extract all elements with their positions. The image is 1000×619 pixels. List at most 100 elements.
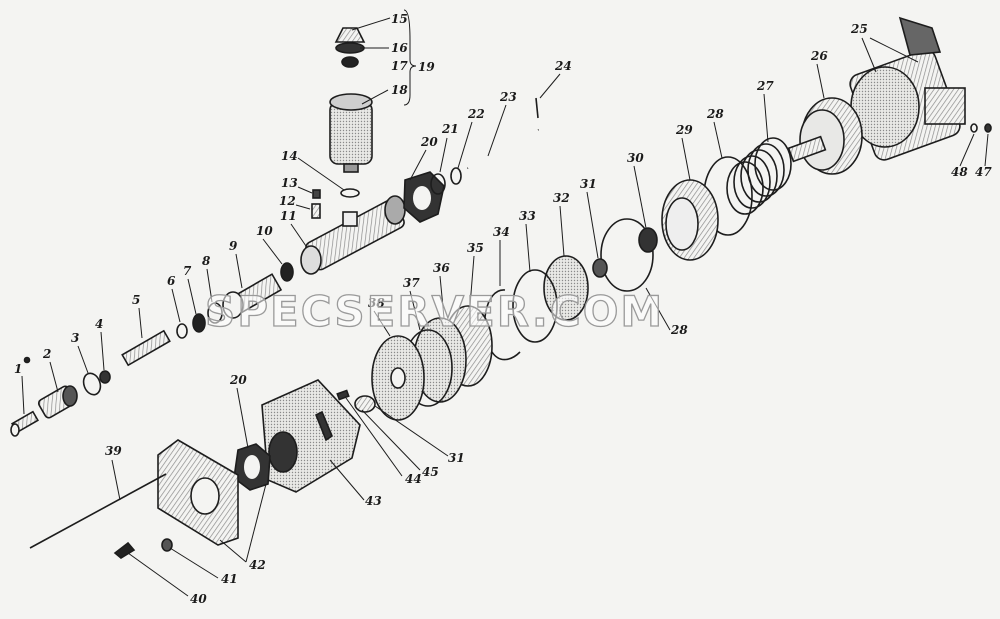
callout-33: 33 [519, 209, 536, 223]
callout-22: 22 [467, 107, 485, 121]
leader-line-8 [206, 268, 213, 303]
leader-line-11 [290, 223, 307, 247]
leader-line-5 [138, 307, 143, 339]
leader-line-20a [409, 149, 427, 181]
callout-23: 23 [499, 90, 517, 104]
part-38-plate [371, 335, 425, 421]
part-48-washer [970, 123, 978, 133]
part-31-nut [592, 258, 608, 278]
callout-26: 26 [810, 49, 828, 63]
leader-line-29 [681, 137, 691, 181]
callout-40: 40 [190, 592, 207, 606]
callout-38: 38 [368, 296, 385, 310]
part-31-lower-nut [354, 395, 376, 413]
callout-45: 45 [422, 465, 439, 479]
part-32-plate [543, 255, 589, 321]
part-18-reservoir [329, 93, 373, 173]
leader-line-45 [361, 409, 421, 471]
leader-line-7 [187, 278, 197, 315]
leader-line-39 [111, 459, 121, 501]
callout-27: 27 [756, 79, 774, 93]
callout-35: 35 [467, 241, 484, 255]
part-21-ring [430, 173, 446, 195]
leader-line-31a [586, 191, 599, 259]
callout-28-lower: 28 [670, 323, 688, 337]
part-43-cover [261, 379, 361, 493]
callout-labels: 1 2 3 4 5 6 7 8 9 10 11 12 13 14 15 16 1… [14, 12, 992, 606]
part-42-flange [157, 439, 239, 546]
part-44-bolt [336, 389, 350, 401]
leader-line-40 [127, 552, 189, 597]
callout-3: 3 [71, 331, 79, 345]
leader-line-2 [49, 361, 59, 393]
leader-line-42 [245, 483, 267, 563]
part-13-plug [312, 189, 321, 199]
callout-4: 4 [95, 317, 103, 331]
callout-1: 1 [14, 362, 22, 376]
leader-line-23 [487, 104, 507, 157]
leader-line-18 [361, 89, 389, 105]
part-22-ring [450, 167, 462, 185]
leader-line-6 [171, 288, 181, 323]
leader-line-31b [374, 405, 449, 457]
callout-14: 14 [281, 149, 298, 163]
callout-37: 37 [403, 276, 420, 290]
leader-line-22 [457, 121, 473, 169]
part-39-long-rod [29, 473, 167, 549]
leader-line-25a [861, 37, 877, 73]
callout-36: 36 [433, 261, 450, 275]
callout-9: 9 [229, 239, 238, 253]
part-1-bolt [10, 356, 39, 437]
callout-43: 43 [365, 494, 382, 508]
leader-line-44 [345, 397, 403, 477]
callout-29: 29 [675, 123, 693, 137]
leader-line-14 [297, 157, 345, 191]
callout-20-upper: 20 [420, 135, 438, 149]
leader-line-41 [169, 547, 219, 579]
callout-10: 10 [256, 224, 273, 238]
leader-lines [21, 17, 989, 597]
leader-line-1 [21, 375, 25, 415]
callout-31-upper: 31 [580, 177, 597, 191]
part-29-piston [661, 179, 719, 261]
part-19-group-bracket [403, 9, 417, 106]
leader-line-33 [525, 223, 531, 273]
part-47-nut [984, 123, 992, 133]
callout-13: 13 [281, 176, 298, 190]
leader-line-43 [329, 459, 365, 501]
part-20-lower-gasket [233, 443, 271, 491]
callout-42: 42 [249, 558, 266, 572]
parts-layer [10, 9, 992, 559]
leader-line-30 [633, 165, 647, 229]
leader-line-48 [959, 133, 975, 167]
watermark-text: SPECSERVER.COM [205, 287, 664, 336]
callout-6: 6 [167, 274, 176, 288]
part-15-17-valve-cap [334, 27, 366, 68]
part-33-ring [512, 269, 558, 343]
part-27-spring [726, 137, 792, 215]
part-41-nut [161, 538, 173, 552]
part-28-o-ring [600, 218, 654, 292]
leader-line-9 [235, 253, 243, 289]
part-8-washer [207, 302, 223, 324]
callout-8: 8 [202, 254, 211, 268]
callout-28-upper: 28 [706, 107, 724, 121]
leader-line-24 [539, 73, 561, 99]
part-25-housing [849, 16, 966, 161]
leader-line-42b [219, 539, 247, 563]
callout-20-lower: 20 [229, 373, 247, 387]
part-7-seal [192, 313, 206, 333]
callout-18: 18 [391, 83, 408, 97]
callout-7: 7 [183, 264, 192, 278]
callout-19: 19 [418, 60, 435, 74]
leader-line-10 [262, 238, 283, 265]
part-40-key [113, 541, 136, 559]
part-5-threaded-rod [121, 329, 171, 367]
part-24-pin [535, 97, 539, 119]
leader-line-13 [297, 186, 313, 194]
callout-39: 39 [105, 444, 122, 458]
callout-12: 12 [279, 194, 296, 208]
part-6-clip [176, 323, 188, 339]
part-20-gasket [403, 171, 445, 223]
